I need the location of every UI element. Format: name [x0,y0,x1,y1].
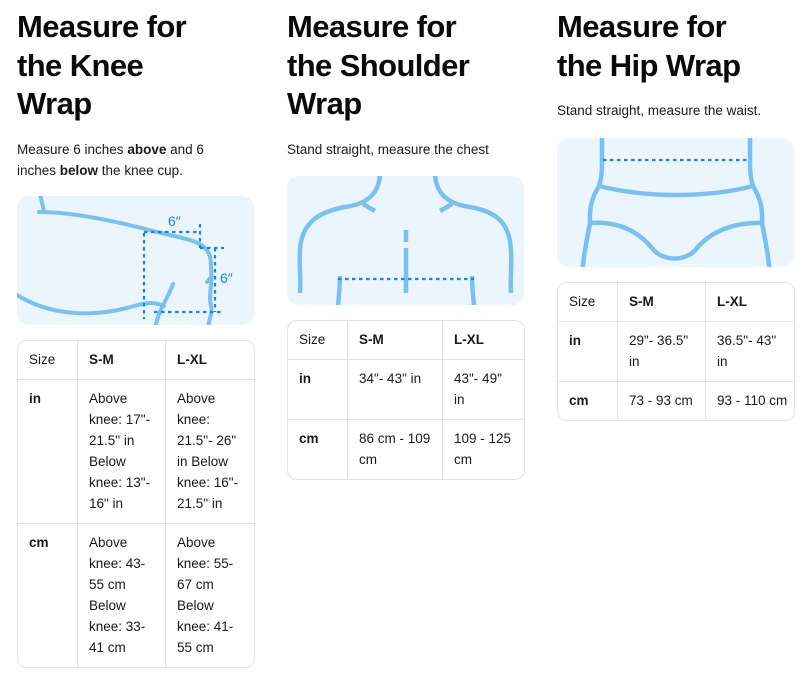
unit-in: in [558,322,618,382]
sm-in-value: 29"- 36.5" in [618,322,706,382]
table-row: in 29"- 36.5" in 36.5"- 43" in [558,322,794,382]
hip-size-table: Size S-M L-XL in 29"- 36.5" in 36.5"- 43… [557,282,795,421]
table-row: cm Above knee: 43- 55 cm Below knee: 33-… [18,523,254,667]
size-header: Size [558,283,618,322]
svg-text:6″: 6″ [220,270,233,286]
knee-wrap-section: Measure for the Knee Wrap Measure 6 inch… [17,0,255,668]
sm-header: S-M [618,283,706,322]
table-header-row: Size S-M L-XL [288,320,524,360]
lxl-in-value: 43"- 49" in [443,360,524,420]
lxl-in-value: 36.5"- 43" in [706,322,794,382]
unit-in: in [288,359,348,420]
unit-cm: cm [288,419,348,479]
knee-size-table: Size S-M L-XL in Above knee: 17"- 21.5" … [17,339,255,668]
table-header-row: Size S-M L-XL [18,340,254,380]
shoulder-diagram-icon [287,175,524,305]
lxl-cm-value: Above knee: 55- 67 cm Below knee: 41- 55… [177,534,234,655]
sm-cm-value: 86 cm - 109 cm [348,419,443,479]
table-row: cm 73 - 93 cm 93 - 110 cm [558,382,794,420]
unit-in: in [18,379,78,524]
table-header-row: Size S-M L-XL [558,283,794,322]
sm-in-value: 34"- 43" in [348,359,443,420]
shoulder-title: Measure for the Shoulder Wrap [287,9,470,121]
lxl-header: L-XL [443,321,524,360]
unit-cm: cm [18,523,78,667]
lxl-cm-value: 93 - 110 cm [717,393,788,408]
knee-description: Measure 6 inches above and 6 inches belo… [17,141,204,178]
shoulder-wrap-section: Measure for the Shoulder Wrap Stand stra… [287,0,525,480]
lxl-header: L-XL [166,341,254,380]
unit-cm: cm [558,382,618,420]
lxl-in-value: Above knee: 21.5"- 26" in Below knee: 16… [166,380,254,524]
shoulder-description: Stand straight, measure the chest [287,141,489,157]
size-header: Size [288,320,348,360]
table-row: in 34"- 43" in 43"- 49" in [288,359,524,420]
lxl-cm-value: 109 - 125 cm [454,430,512,467]
size-header: Size [18,340,78,380]
hip-wrap-section: Measure for the Hip Wrap Stand straight,… [557,0,795,421]
table-row: cm 86 cm - 109 cm 109 - 125 cm [288,419,524,479]
sm-cm-value: Above knee: 43- 55 cm Below knee: 33- 41… [78,523,166,667]
hip-diagram-icon [557,138,794,267]
hip-title: Measure for the Hip Wrap [557,9,741,83]
knee-diagram-icon: 6″ 6″ [17,195,254,325]
shoulder-size-table: Size S-M L-XL in 34"- 43" in 43"- 49" in… [287,319,525,480]
svg-text:6″: 6″ [168,213,181,229]
sm-cm-value: 73 - 93 cm [618,382,706,420]
hip-description: Stand straight, measure the waist. [557,103,762,118]
table-row: in Above knee: 17"- 21.5" in Below knee:… [18,379,254,524]
knee-title: Measure for the Knee Wrap [17,9,187,121]
sm-header: S-M [78,340,166,380]
lxl-header: L-XL [706,283,794,322]
sm-header: S-M [348,320,443,360]
sm-in-value: Above knee: 17"- 21.5" in Below knee: 13… [78,379,166,524]
